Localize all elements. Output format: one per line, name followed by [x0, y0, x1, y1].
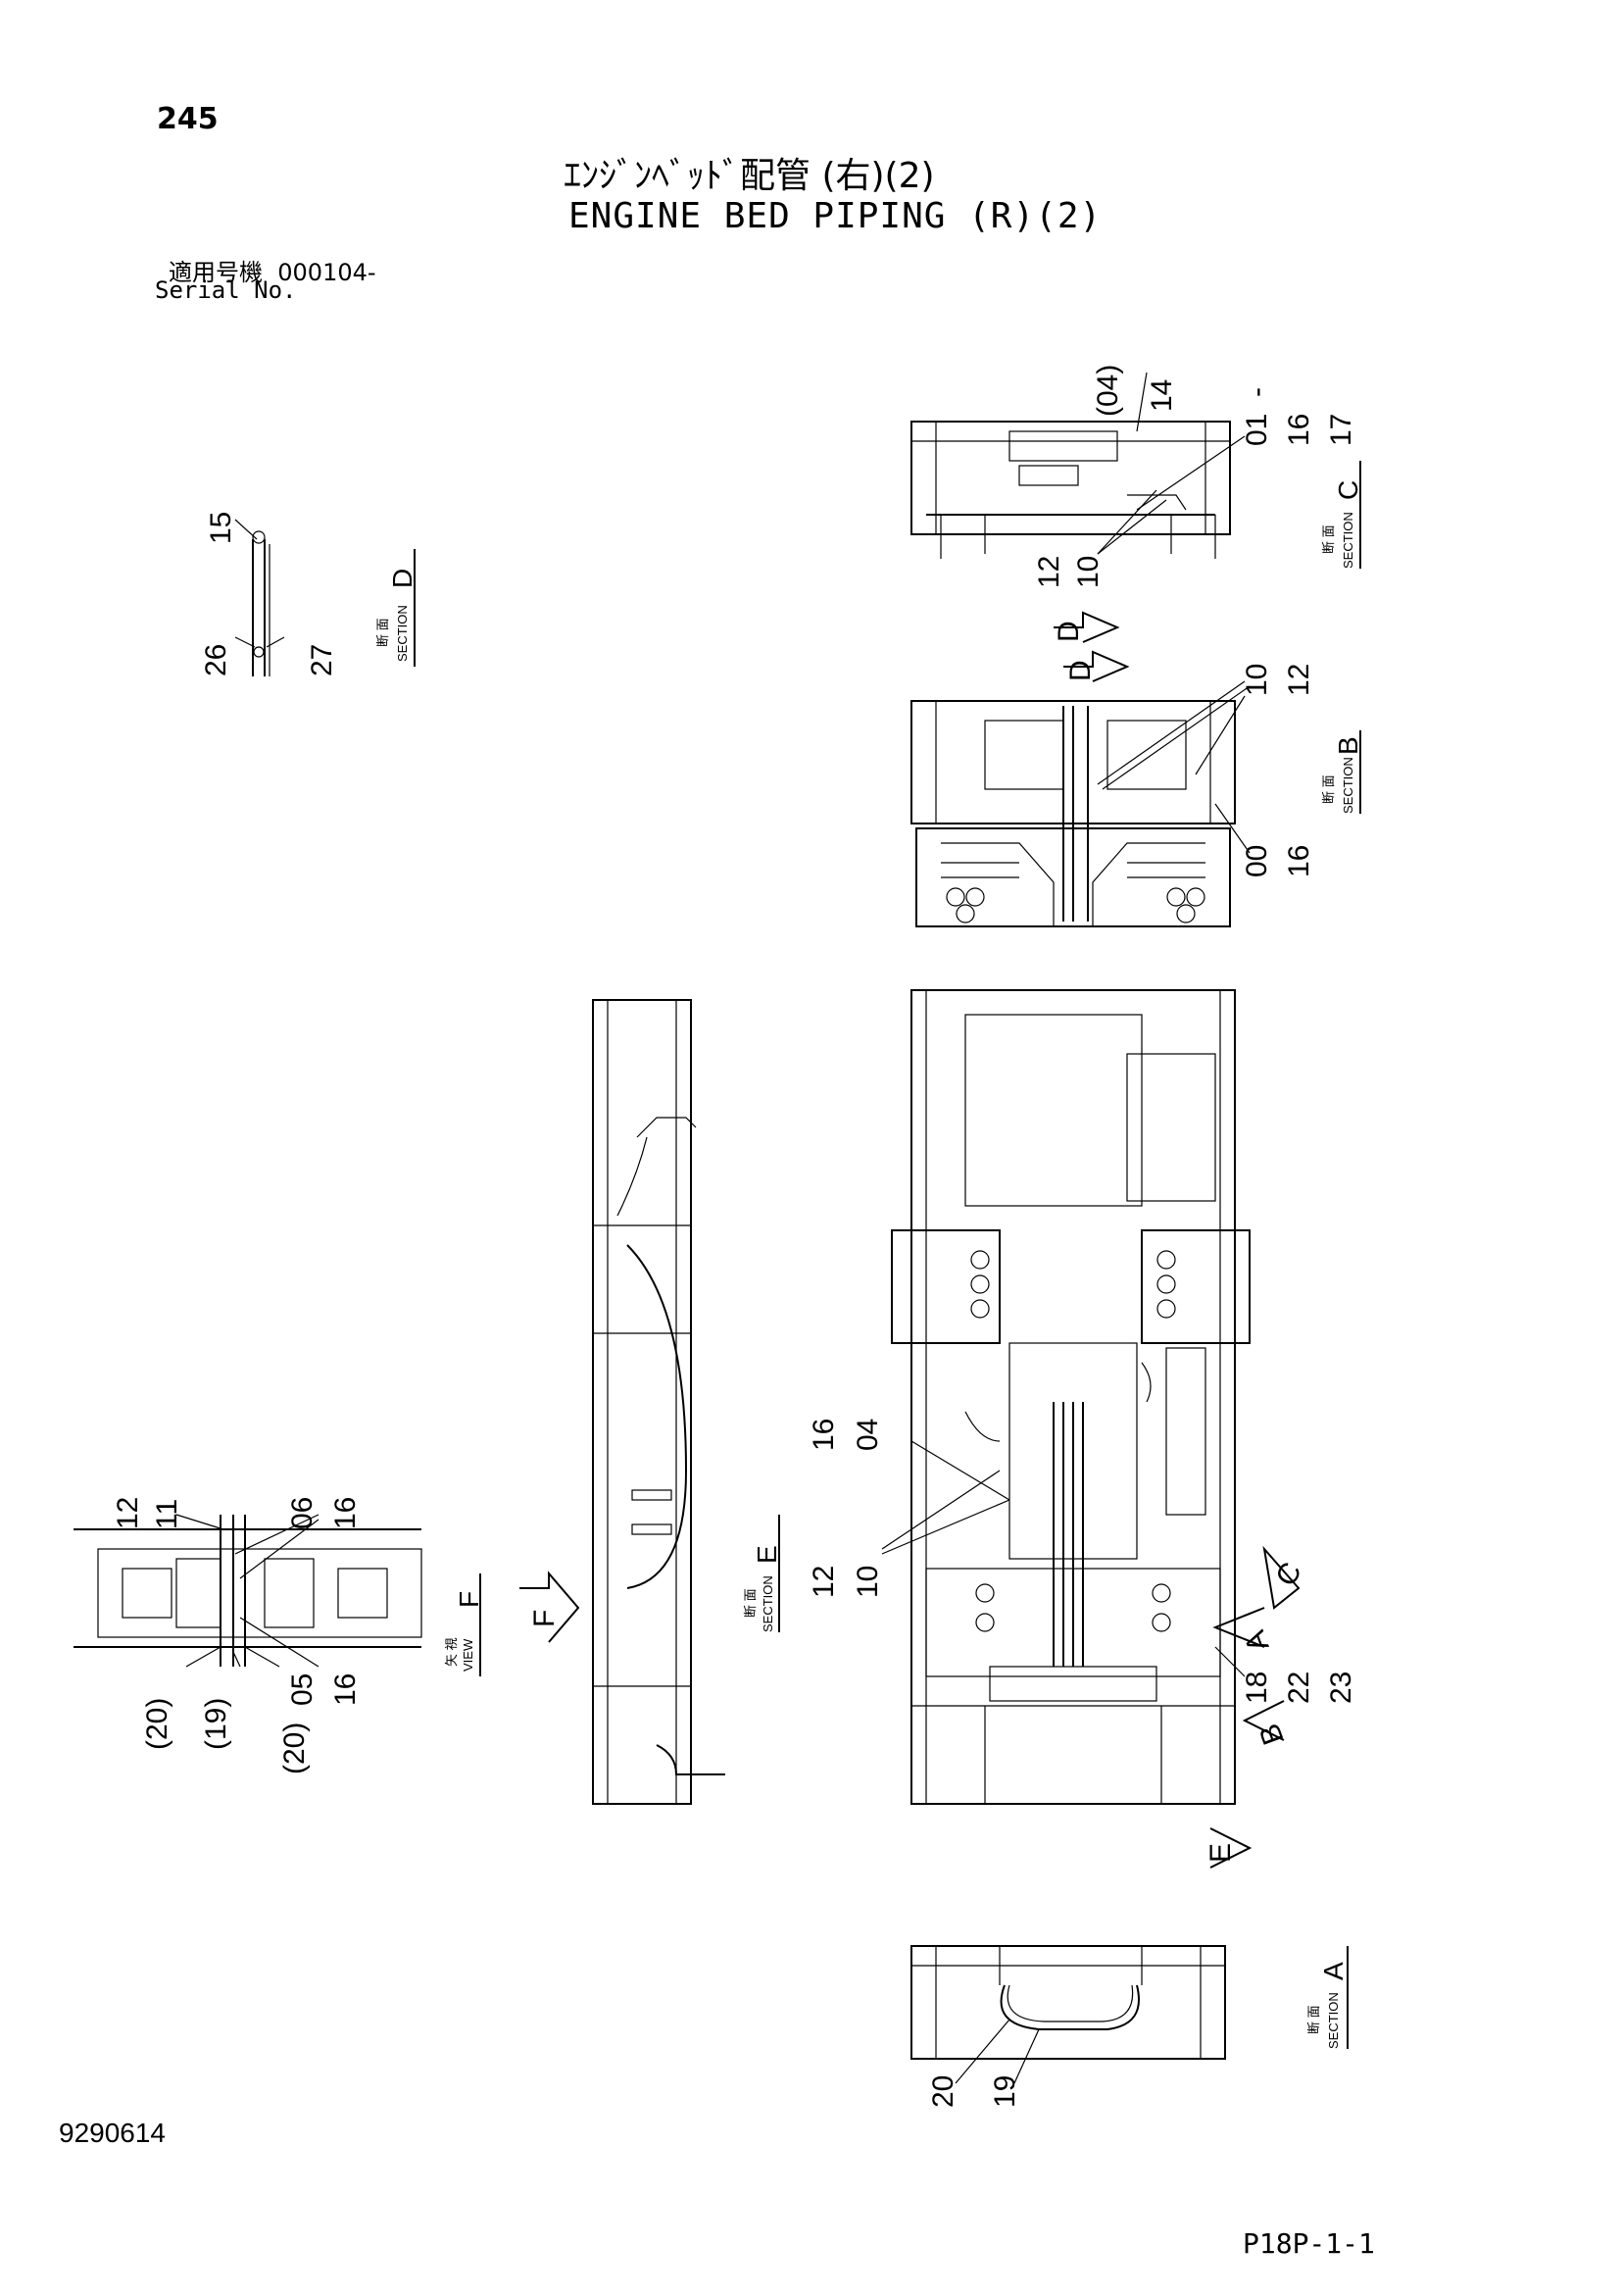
callout-14: 14 [1146, 379, 1178, 412]
callout-20: 20 [927, 2075, 959, 2108]
arrow-f-letter: F [528, 1610, 561, 1627]
callout-05: 05 [286, 1673, 319, 1706]
callout-16: 16 [329, 1497, 362, 1529]
section-c-view: (04) 14 01 - 16 17 12 10 断 面 SECTION C [910, 365, 1363, 588]
callout-20-right: (20) [278, 1722, 311, 1774]
section-letter-b: B [1333, 736, 1363, 755]
arrow-f [519, 1571, 580, 1643]
callout-11: 11 [151, 1499, 183, 1529]
callout-10: 10 [852, 1566, 884, 1598]
callout-15: 15 [205, 512, 237, 544]
side-elevation-view [592, 999, 725, 1805]
section-word: SECTION [395, 605, 410, 662]
title-japanese: ｴﾝｼﾞﾝﾍﾞｯﾄﾞ配管 (右)(2) [564, 156, 935, 196]
serial-label-english: Serial No. [155, 276, 297, 304]
serial-value: 000104- [277, 259, 376, 286]
title-english: ENGINE BED PIPING (R)(2) [568, 196, 1103, 236]
callout-22: 22 [1283, 1672, 1315, 1704]
section-word: SECTION [761, 1575, 775, 1632]
callout-04: 04 [852, 1419, 884, 1451]
section-d-label: 断 面 SECTION D [375, 549, 418, 667]
view-word: VIEW [461, 1638, 475, 1672]
callout-12: 12 [808, 1566, 840, 1598]
callout-12: 12 [112, 1497, 144, 1529]
section-letter-e: E [752, 1545, 782, 1564]
section-e-label: 断 面 SECTION E [743, 1515, 782, 1632]
callout-19: (19) [200, 1698, 232, 1750]
kanji-section: 断 面 [1306, 2005, 1321, 2034]
side-elevation-frame [592, 999, 692, 1805]
callout-00: 00 [1241, 845, 1273, 877]
arrow-b-letter: B [1253, 1720, 1291, 1749]
callout-10: 10 [1241, 664, 1273, 696]
section-b-view: 10 12 00 16 断 面 SECTION B [910, 664, 1363, 927]
arrow-d-upper-letter: D [1053, 621, 1085, 642]
callout-20-left: (20) [141, 1698, 173, 1750]
callout-12: 12 [1033, 556, 1065, 588]
section-d-view: 15 26 27 断 面 SECTION D [200, 512, 418, 676]
section-a-frame [910, 1945, 1226, 2060]
callout-sep: - [1241, 387, 1273, 397]
document-code: 9290614 [59, 2118, 167, 2148]
page-number: 245 [157, 102, 219, 136]
section-letter-c: C [1333, 480, 1363, 500]
serial-label-japanese: 適用号機 000104- [169, 253, 376, 287]
callout-16b: 16 [329, 1673, 362, 1706]
page-reference: P18P-1-1 [1243, 2227, 1375, 2260]
kanji-section: 断 面 [375, 618, 390, 647]
kanji-view: 矢 視 [444, 1637, 459, 1667]
callout-18: 18 [1241, 1672, 1273, 1704]
view-f-label: 矢 視 VIEW F [444, 1573, 484, 1676]
section-a-label: 断 面 SECTION A [1306, 1946, 1349, 2049]
arrow-e-letter: E [1204, 1843, 1237, 1863]
kanji-section: 断 面 [1321, 774, 1336, 804]
callout-06: 06 [286, 1497, 319, 1529]
arrow-d-lower-letter: D [1064, 660, 1097, 681]
section-word: SECTION [1341, 512, 1355, 569]
serial-label-jp-text: 適用号機 [169, 259, 263, 286]
section-a-view: 20 19 断 面 SECTION A [910, 1945, 1349, 2108]
callout-01: 01 [1241, 414, 1273, 446]
main-plan-view: 16 04 12 10 18 22 23 [808, 989, 1357, 1805]
callout-10: 10 [1072, 556, 1105, 588]
section-b-label: 断 面 SECTION B [1321, 730, 1363, 814]
section-letter-d: D [387, 569, 418, 588]
kanji-section: 断 面 [1321, 524, 1336, 554]
section-a-hose [1000, 1984, 1140, 2030]
section-word: SECTION [1341, 757, 1355, 814]
view-f: 12 11 06 16 05 16 (20) (19) (20) 矢 視 VIE… [74, 1497, 580, 1774]
section-c-frame [910, 421, 1231, 535]
view-letter-f: F [454, 1591, 484, 1608]
section-word: SECTION [1326, 1992, 1341, 2049]
callout-26: 26 [200, 644, 232, 676]
callout-27: 27 [306, 644, 338, 676]
section-d-arrows: D D [1053, 611, 1130, 682]
callout-04: (04) [1092, 365, 1124, 417]
kanji-section: 断 面 [743, 1588, 758, 1618]
callout-23: 23 [1325, 1672, 1357, 1704]
arrow-a-letter: A [1239, 1626, 1276, 1656]
section-letter-a: A [1318, 1962, 1349, 1980]
section-c-label: 断 面 SECTION C [1321, 461, 1363, 569]
callout-12: 12 [1283, 664, 1315, 696]
callout-19: 19 [989, 2075, 1021, 2108]
callout-16: 16 [1283, 414, 1315, 446]
callout-16: 16 [1283, 845, 1315, 877]
callout-17: 17 [1325, 414, 1357, 446]
main-frame [910, 989, 1236, 1805]
callout-16: 16 [808, 1419, 840, 1451]
